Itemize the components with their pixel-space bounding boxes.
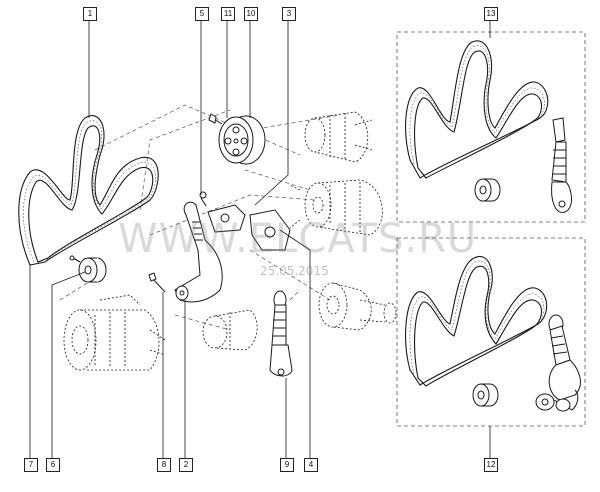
idler-pulley-6 bbox=[69, 255, 107, 283]
accessory-drive-belt bbox=[18, 115, 159, 266]
bolt-5 bbox=[199, 191, 207, 207]
tensioner-mount bbox=[202, 309, 258, 351]
callout-12[interactable]: 12 bbox=[484, 458, 498, 472]
callout-5[interactable]: 5 bbox=[195, 7, 209, 21]
callout-10[interactable]: 10 bbox=[244, 7, 258, 21]
alternator bbox=[289, 179, 383, 236]
kit-13-box bbox=[396, 31, 586, 223]
kit-12-tensioner-arm bbox=[535, 314, 581, 412]
kit-13-tensioner-damper bbox=[551, 117, 572, 213]
bolt-8 bbox=[148, 272, 166, 293]
kit-13-belt bbox=[405, 40, 549, 179]
leader-lines bbox=[29, 20, 491, 458]
callout-1[interactable]: 1 bbox=[83, 7, 97, 21]
kit-12-idler-pulley bbox=[472, 383, 499, 407]
callout-9[interactable]: 9 bbox=[280, 458, 294, 472]
tensioner-damper-9 bbox=[269, 290, 293, 377]
callout-6[interactable]: 6 bbox=[46, 458, 60, 472]
crankshaft-pulley bbox=[318, 282, 397, 331]
kit-13-idler-pulley bbox=[474, 178, 501, 202]
power-steering-pump bbox=[304, 111, 373, 163]
ac-compressor bbox=[63, 294, 166, 371]
bolt-11 bbox=[208, 113, 223, 125]
kit-12-box bbox=[396, 237, 586, 427]
callout-3[interactable]: 3 bbox=[282, 7, 296, 21]
kit-12-belt bbox=[405, 255, 548, 387]
callout-4[interactable]: 4 bbox=[304, 458, 318, 472]
callout-8[interactable]: 8 bbox=[157, 458, 171, 472]
callout-11[interactable]: 11 bbox=[221, 7, 235, 21]
water-pump-pulley-10 bbox=[218, 115, 266, 165]
callout-2[interactable]: 2 bbox=[179, 458, 193, 472]
callout-7[interactable]: 7 bbox=[24, 458, 38, 472]
tensioner-bracket-3 bbox=[207, 204, 291, 251]
callout-13[interactable]: 13 bbox=[484, 7, 498, 21]
